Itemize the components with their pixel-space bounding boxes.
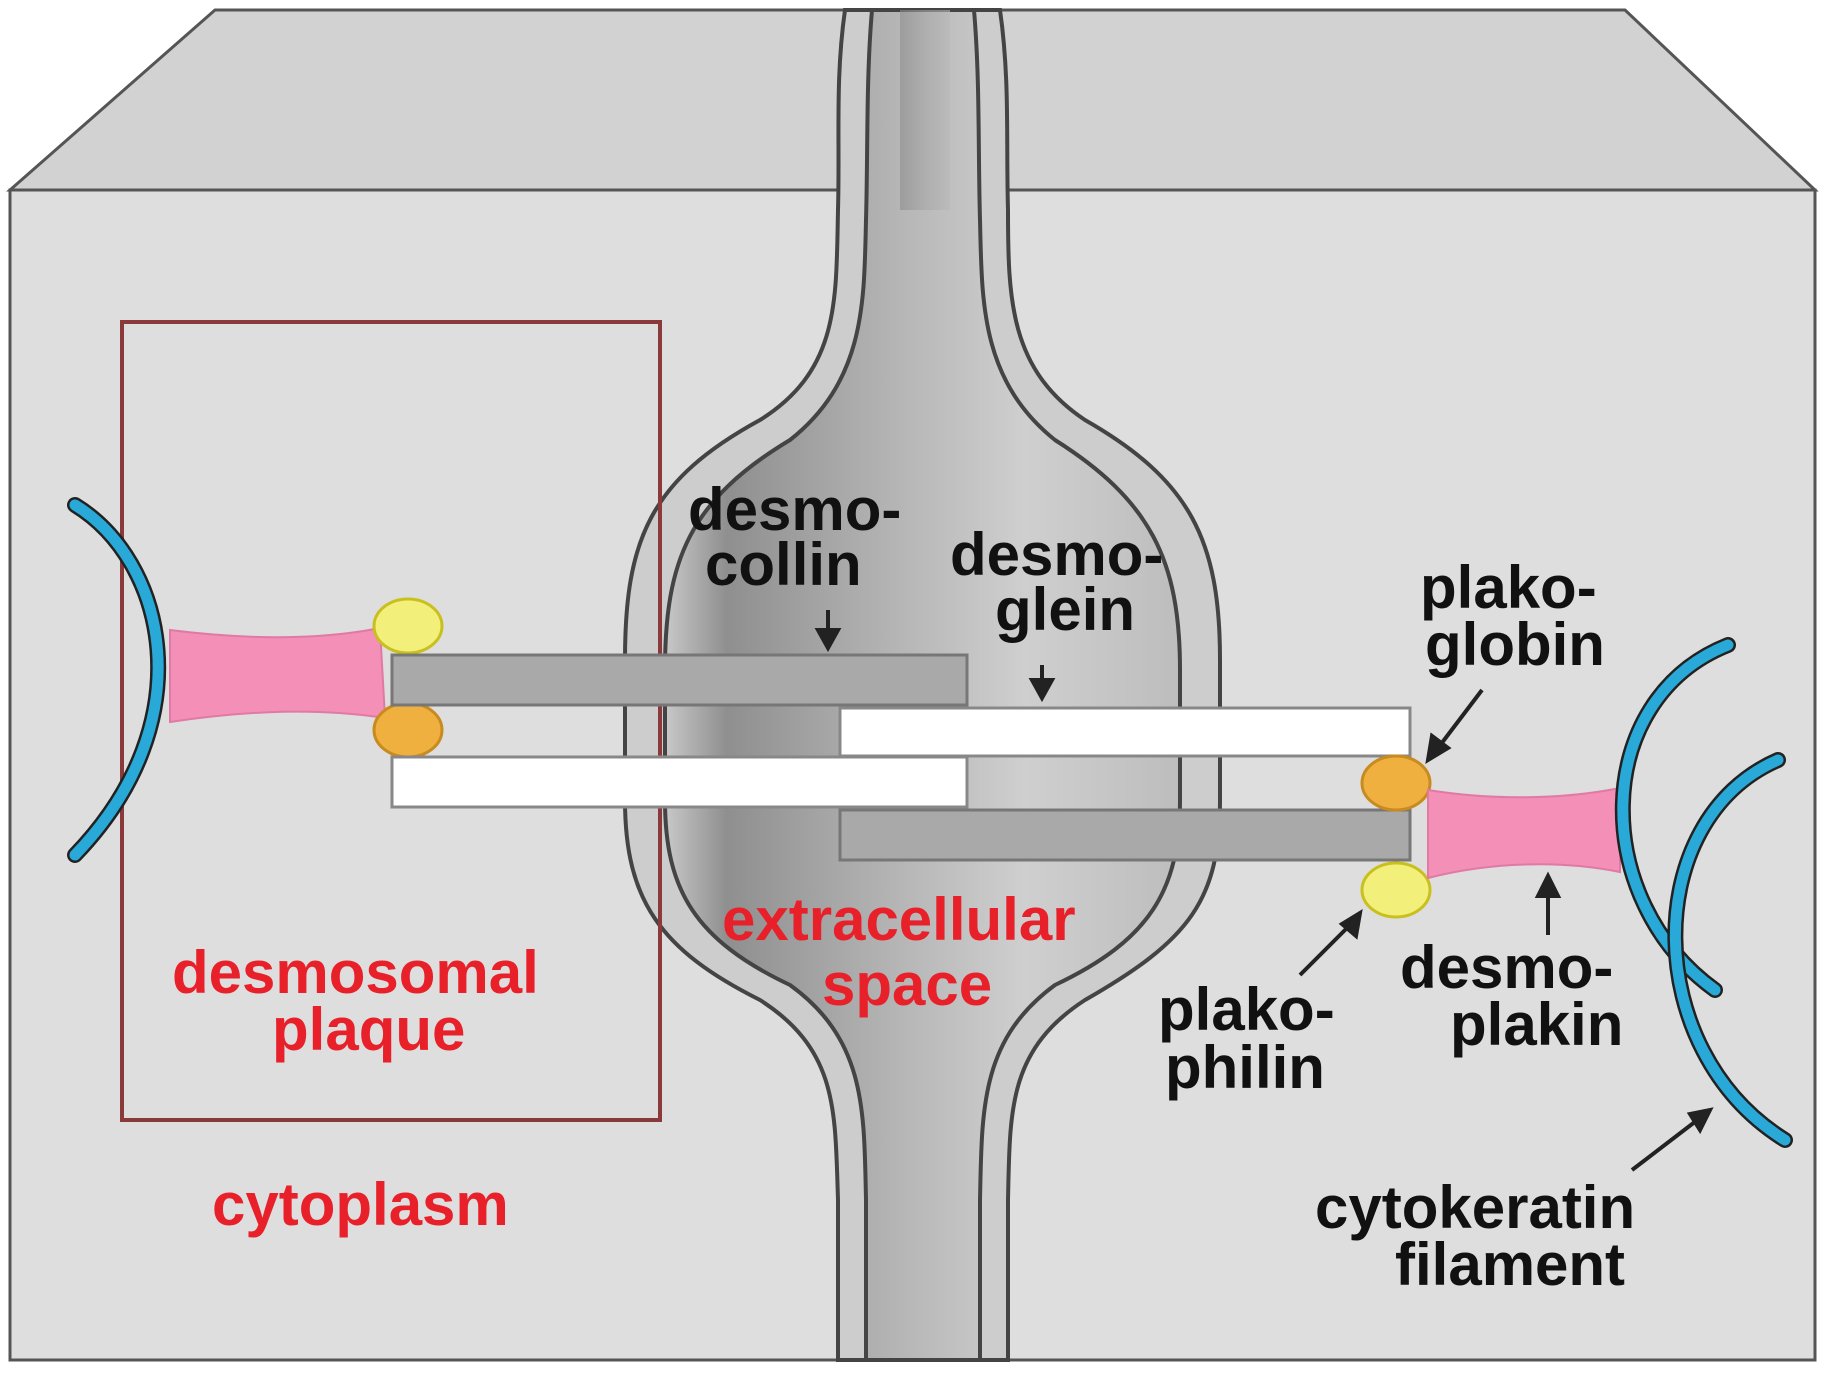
left-plakophilin bbox=[374, 703, 442, 757]
label-desmoglein-2: glein bbox=[995, 576, 1135, 643]
extracellular-stalk-top bbox=[900, 10, 950, 210]
left-desmoplakin bbox=[170, 628, 385, 722]
desmoglein-right-bar bbox=[840, 708, 1410, 756]
desmoglein-left-bar bbox=[392, 757, 967, 807]
label-cytokeratin-2: filament bbox=[1395, 1231, 1625, 1298]
label-desmocollin-2: collin bbox=[705, 531, 862, 598]
label-extracellular-1: extracellular bbox=[722, 886, 1076, 953]
right-desmoplakin bbox=[1428, 788, 1620, 878]
label-plakoglobin-2: globin bbox=[1425, 611, 1605, 678]
label-cytoplasm: cytoplasm bbox=[212, 1171, 509, 1238]
right-plakophilin bbox=[1362, 756, 1430, 810]
label-extracellular-2: space bbox=[822, 951, 992, 1018]
desmocollin-right-bar bbox=[840, 810, 1410, 860]
label-plaque-2: plaque bbox=[272, 996, 465, 1063]
label-plakophilin-1: plako- bbox=[1158, 976, 1335, 1043]
label-desmoplakin-2: plakin bbox=[1450, 991, 1623, 1058]
left-plakoglobin bbox=[374, 599, 442, 653]
right-plakoglobin bbox=[1362, 863, 1430, 917]
desmocollin-left-bar bbox=[392, 655, 967, 705]
label-plakophilin-2: philin bbox=[1165, 1034, 1325, 1101]
